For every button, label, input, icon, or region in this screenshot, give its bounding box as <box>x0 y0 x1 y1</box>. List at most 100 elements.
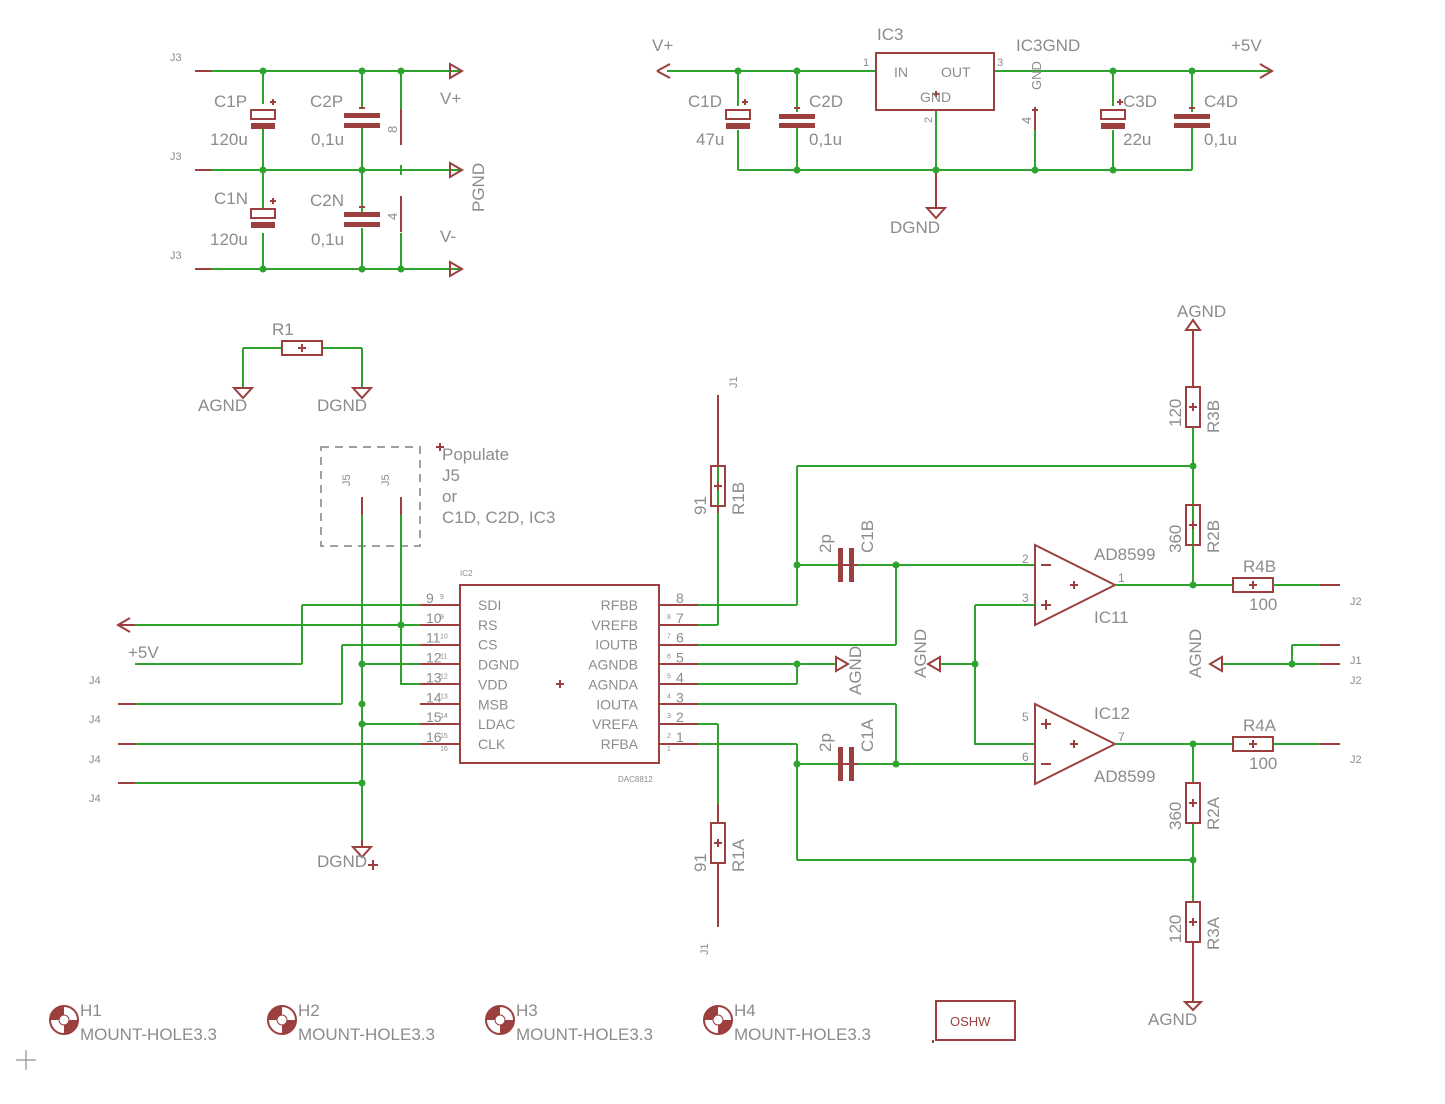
ic3gnd-pin-4: 4 <box>1019 117 1034 124</box>
ic3-ref: IC3 <box>877 25 903 44</box>
j5-pin-label-1: J5 <box>341 474 353 486</box>
r1b-ref: R1B <box>729 482 748 515</box>
j4-label-1: J4 <box>89 675 101 687</box>
ic2-left-pin-name: SDI <box>478 597 501 613</box>
ic2-ref: IC2 <box>460 569 473 578</box>
r2a-value: 360 <box>1166 802 1185 830</box>
ic2-left-pin-number: 13 <box>426 669 442 685</box>
r4b-ref: R4B <box>1243 557 1276 576</box>
ic2-left-pin-small: 10 <box>440 634 448 641</box>
ic2-left-pin-number: 16 <box>426 729 442 745</box>
c1d-ref: C1D <box>688 92 722 111</box>
r1-ref: R1 <box>272 320 294 339</box>
agnd-label-mid: AGND <box>911 629 930 678</box>
power-input-section: J3 J3 J3 C1P 120u C2P 0,1u C1N 120u C2N … <box>170 52 488 278</box>
c1a-value: 2p <box>816 733 835 752</box>
ic2-right-pin-number: 2 <box>676 709 684 725</box>
vplus-label-left: V+ <box>440 89 461 108</box>
populate-note-line-3: or <box>442 487 457 506</box>
j1-label-top: J1 <box>728 376 740 388</box>
agnd-label-dac: AGND <box>846 646 865 695</box>
c2d-ref: C2D <box>809 92 843 111</box>
r1a-value: 91 <box>691 853 710 872</box>
r3b-value: 120 <box>1166 399 1185 427</box>
r2b-ref: R2B <box>1204 520 1223 553</box>
ic2-body <box>459 584 660 764</box>
c1b-ref: C1B <box>858 520 877 553</box>
ic2-right-pin-name: IOUTA <box>596 696 638 712</box>
j2-label-2: J2 <box>1350 675 1362 687</box>
c1b-value: 2p <box>816 534 835 553</box>
ic2-right-pin-number: 8 <box>676 590 684 606</box>
ic12-pin-5: 5 <box>1022 710 1029 724</box>
r4b-value: 100 <box>1249 595 1277 614</box>
ic3-in-pin: IN <box>894 64 908 80</box>
ic2-left-pin-small: 11 <box>440 654 447 661</box>
c4d-ref: C4D <box>1204 92 1238 111</box>
r1-ground-link: R1 AGND DGND <box>198 320 374 415</box>
ic3gnd-label: IC3GND <box>1016 36 1080 55</box>
opamp-ic11 <box>1034 543 1118 627</box>
ic2-right-pin-small-last: 1 <box>667 746 671 753</box>
ic2-left-pin-number: 12 <box>426 650 442 666</box>
j5-outline <box>320 446 421 547</box>
ic2-left-pin-small: 14 <box>440 713 448 720</box>
dgnd-label-dac: DGND <box>317 852 367 871</box>
mount-hole-value: MOUNT-HOLE3.3 <box>734 1025 871 1044</box>
dgnd-label-reg: DGND <box>890 218 940 237</box>
ic2-left-pin-name: CLK <box>478 736 506 752</box>
j4-label-4: J4 <box>89 793 101 805</box>
ic2-right-pin-small: 7 <box>667 634 671 641</box>
pgnd-label: PGND <box>469 163 488 212</box>
c2p-value: 0,1u <box>311 130 344 149</box>
dgnd-label-r1: DGND <box>317 396 367 415</box>
ic2-left-pin-small: 9 <box>440 614 444 621</box>
j1-label-right: J1 <box>1350 655 1362 667</box>
ic2-left-pin-number: 9 <box>426 590 434 606</box>
vplus-label-reg: V+ <box>652 36 673 55</box>
ic11-value: AD8599 <box>1094 545 1155 564</box>
j5-option: J5 J5 Populate J5 or C1D, C2D, IC3 <box>320 443 555 547</box>
ic2-left-pin-small: 13 <box>440 693 448 700</box>
agnd-label-top: AGND <box>1177 302 1226 321</box>
agnd-label-bottom: AGND <box>1148 1010 1197 1029</box>
ic2-right-pin-number: 5 <box>676 650 684 666</box>
ic2-left-pin-small: 9 <box>440 594 444 601</box>
ic2-right-pin-number: 7 <box>676 610 684 626</box>
j3-pin-8: 8 <box>385 126 400 133</box>
mount-holes: H1MOUNT-HOLE3.3H2MOUNT-HOLE3.3H3MOUNT-HO… <box>49 1001 871 1044</box>
r1b-value: 91 <box>691 496 710 515</box>
ic3-pin-3: 3 <box>997 57 1003 69</box>
r2a-ref: R2A <box>1204 796 1223 830</box>
r4a-value: 100 <box>1249 754 1277 773</box>
ic2-left-pin-number: 15 <box>426 709 442 725</box>
j3-label-3: J3 <box>170 250 182 262</box>
origin-cross <box>16 1050 36 1070</box>
mount-hole-value: MOUNT-HOLE3.3 <box>80 1025 217 1044</box>
ic2-right-pin-name: AGNDB <box>588 657 638 673</box>
r3a-value: 120 <box>1166 915 1185 943</box>
c2d-value: 0,1u <box>809 130 842 149</box>
j3-label-2: J3 <box>170 151 182 163</box>
ic2-left-pin-name: MSB <box>478 696 508 712</box>
agnd-label-right: AGND <box>1186 629 1205 678</box>
ic12-pin-6: 6 <box>1022 750 1029 764</box>
ic2-right-pin-small: 8 <box>667 614 671 621</box>
ic3gnd-pin-gnd: GND <box>1029 61 1044 90</box>
mount-hole-ref: H1 <box>80 1001 102 1020</box>
ic2-right-pin-name: VREFB <box>591 617 638 633</box>
ic2-right-pin-name: RFBA <box>601 736 639 752</box>
output-stage: 2 3 1 5 6 7 AD8599 IC11 IC12 AD8599 AGND… <box>911 302 1362 1029</box>
ic2-right-pin-small: 4 <box>667 693 671 700</box>
j3-label-1: J3 <box>170 52 182 64</box>
c1p-value: 120u <box>210 130 248 149</box>
ic12-pin-7: 7 <box>1118 730 1125 744</box>
mount-hole-value: MOUNT-HOLE3.3 <box>516 1025 653 1044</box>
vminus-label: V- <box>440 227 456 246</box>
